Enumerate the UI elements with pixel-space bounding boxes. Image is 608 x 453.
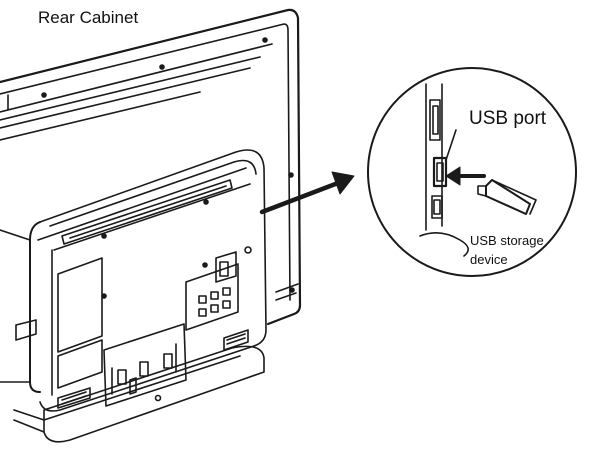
zoom-detail-circle <box>368 68 576 276</box>
usb-storage-device-icon <box>478 180 536 214</box>
rear-cabinet <box>0 150 266 411</box>
usb-port-label: USB port <box>469 108 547 129</box>
usb-storage-label-line1: USB storage <box>470 233 544 248</box>
pointer-arrow <box>262 172 354 212</box>
usb-port-icon <box>434 158 446 186</box>
rear-cabinet-label: Rear Cabinet <box>38 8 139 27</box>
tv-stand <box>14 324 264 442</box>
tv-panel <box>0 10 300 324</box>
usb-storage-label-line2: device <box>470 252 508 267</box>
